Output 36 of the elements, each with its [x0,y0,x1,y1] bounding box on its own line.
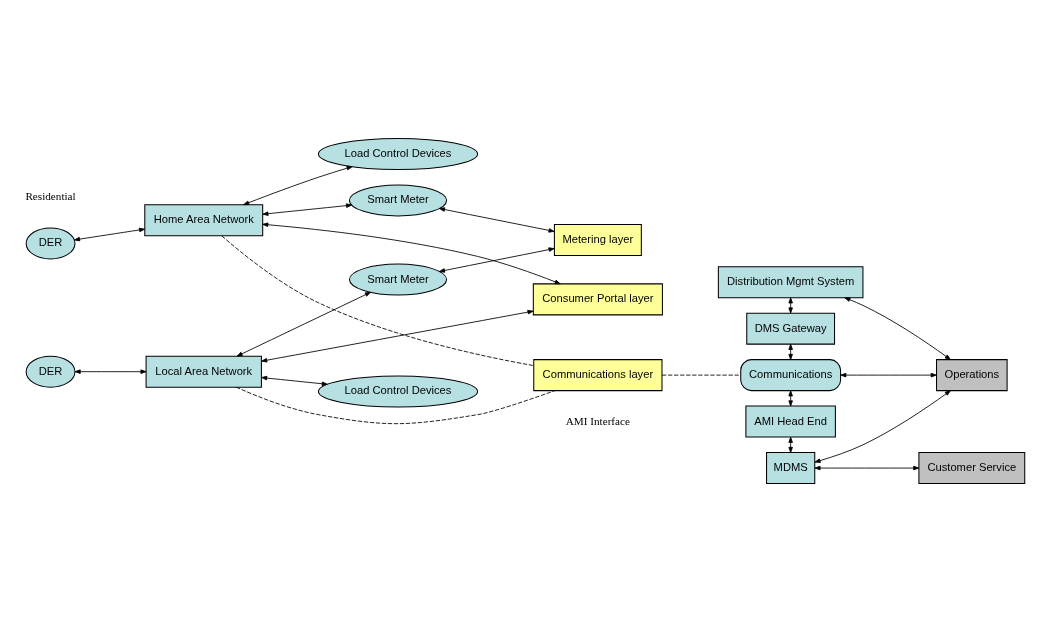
arrow [74,227,145,241]
node-box: AMI Head End [745,405,836,438]
node-box: Local Area Network [145,355,262,388]
node-box: Communications layer [533,358,663,391]
node-box: DMS Gateway [746,312,836,345]
connector [661,374,741,376]
node-ellipse: DER [25,355,76,388]
arrow [261,375,328,386]
arrow [262,202,352,216]
node-ellipse: Load Control Devices [317,374,479,407]
node-box: MDMS [766,451,816,484]
arrow [788,343,793,360]
node-box: Customer Service [918,451,1026,484]
node-box: Operations [936,358,1008,391]
arrow [840,372,937,377]
arrow [262,222,561,284]
node-box: Distribution Mgmt System [717,265,864,298]
node-box: Home Area Network [144,203,264,236]
arrow [439,246,555,273]
label: Residential [25,189,76,202]
node-ellipse: DER [25,226,76,259]
arrow [236,291,371,357]
node-box: Consumer Portal layer [532,282,663,315]
arrow [74,368,147,374]
node-box: Communications [740,358,842,391]
label: AMI Interface [565,414,630,427]
arrow [844,296,951,360]
arrow [261,309,534,362]
connector [235,386,556,424]
arrow [814,465,920,470]
arrow [814,389,951,463]
connector [221,235,535,366]
node-box: Metering layer [553,223,642,256]
arrow [439,206,555,233]
arrow [788,436,793,453]
arrow [243,165,353,205]
